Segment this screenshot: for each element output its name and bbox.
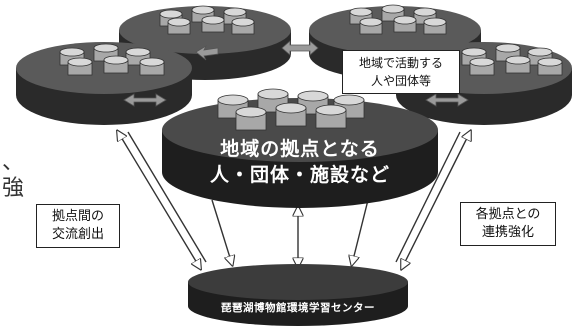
- cylinder-group-left: [59, 43, 165, 76]
- block-arrow-topleft-center: [195, 44, 219, 61]
- block-arrow-right-center: [425, 93, 469, 107]
- label-local-groups: 地域で活動する 人や団体等: [342, 50, 460, 94]
- connector-arrows: [118, 132, 470, 268]
- label-coordination-strengthening: 各拠点との 連携強化: [460, 202, 556, 246]
- cylinder-group-right: [461, 43, 563, 76]
- arrow-center-to-bottom-right: [352, 199, 369, 264]
- arrow-left-to-bottom: [118, 132, 200, 268]
- block-arrows: [123, 40, 469, 107]
- cylinder-group-top-right: [349, 4, 447, 35]
- bottom-hub-label: 琵琶湖博物館環境学習センター: [221, 302, 375, 314]
- cylinder-group-top-left: [159, 5, 255, 35]
- arrow-right-to-bottom-inner: [395, 131, 461, 263]
- cylinders: [59, 4, 563, 76]
- block-arrow-left-center: [123, 93, 167, 107]
- arrow-right-to-bottom: [402, 132, 470, 268]
- center-hub-label: 地域の拠点となる 人・団体・施設など: [209, 138, 390, 186]
- disk-bottom: [188, 264, 408, 326]
- cropped-edge-text: 、 強: [2, 150, 25, 201]
- arrow-center-to-bottom-left: [211, 199, 232, 264]
- label-exchange-creation: 拠点間の 交流創出: [36, 204, 120, 248]
- block-arrow-top: [281, 40, 319, 56]
- arrow-left-to-bottom-inner: [127, 131, 207, 263]
- cylinder-group-center: [217, 88, 365, 131]
